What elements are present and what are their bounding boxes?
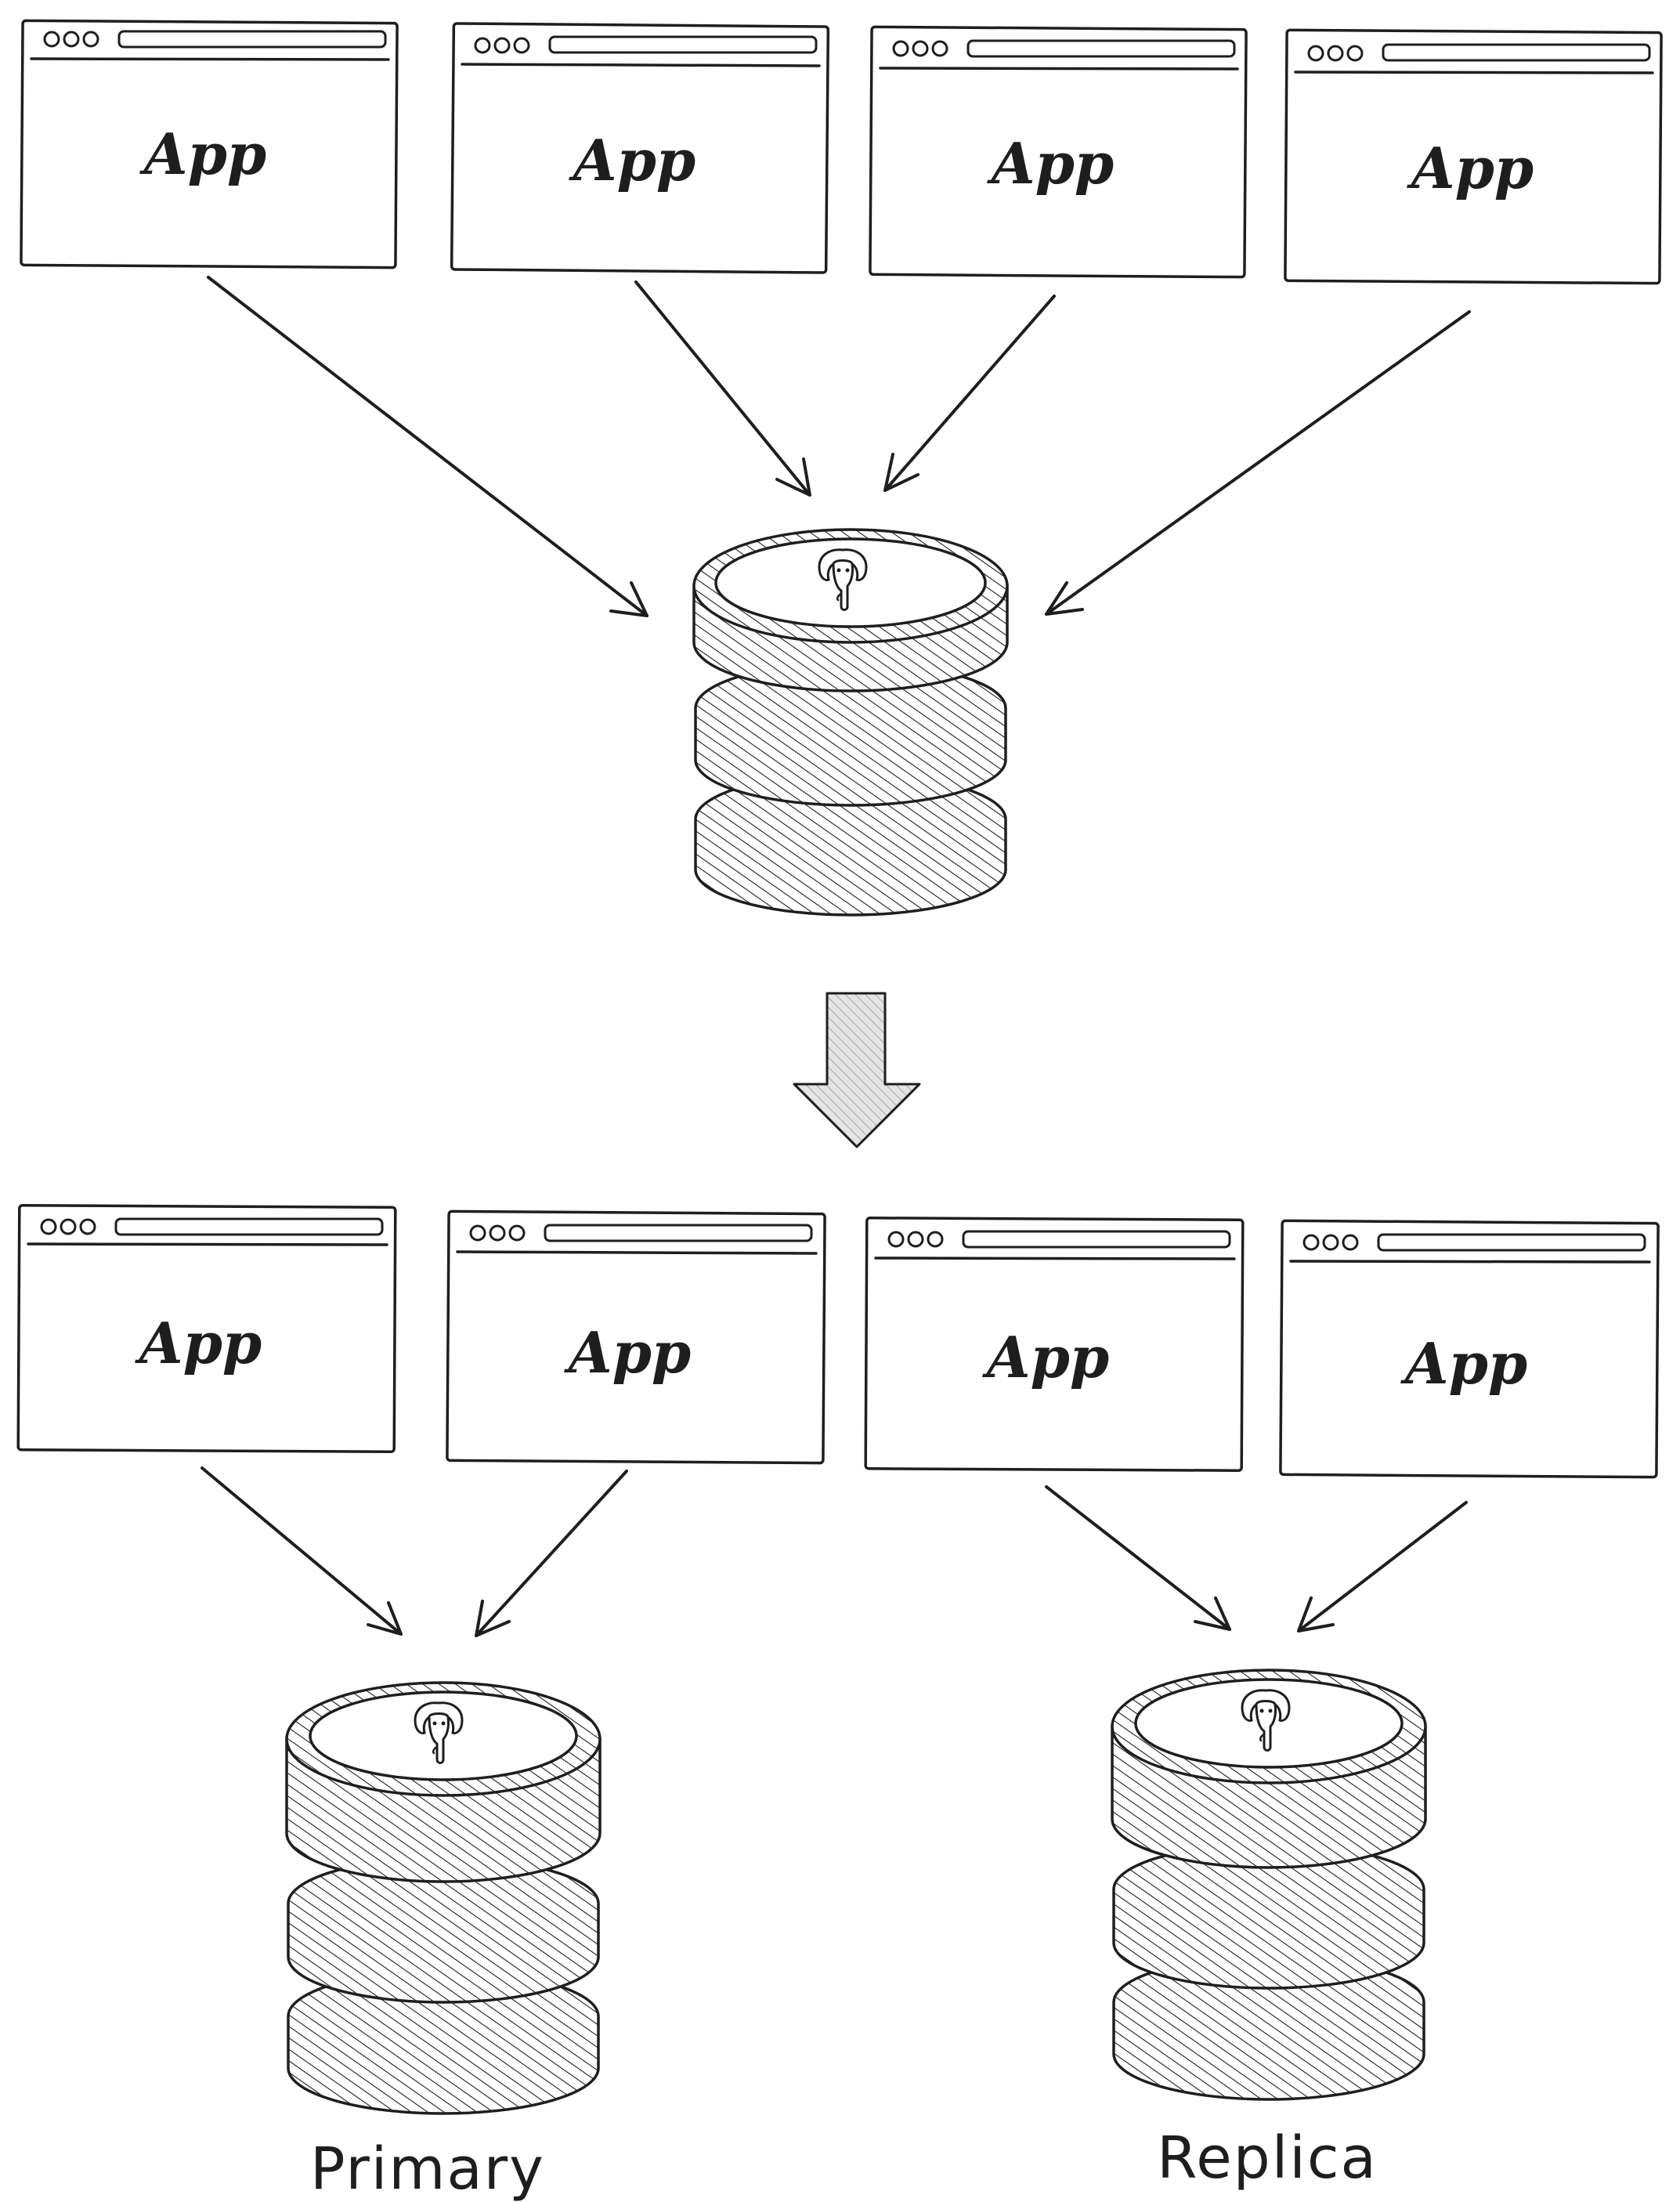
replica-database-cylinder: Replica	[1111, 1669, 1427, 2192]
top-app-window-3: App	[869, 25, 1248, 279]
app-label: App	[1400, 1330, 1528, 1397]
app-label: App	[564, 1319, 692, 1386]
app-label: App	[982, 1324, 1110, 1390]
bottom-app-window-3: App	[864, 1217, 1245, 1472]
app-label: App	[135, 1310, 262, 1376]
down-arrow-icon	[793, 992, 921, 1148]
app-label: App	[139, 121, 267, 187]
top-app-window-2: App	[450, 22, 830, 274]
connector-arrow	[207, 276, 649, 617]
connector-arrow	[475, 1470, 628, 1637]
connector-arrow	[1045, 1485, 1231, 1631]
primary-label: Primary	[310, 2135, 545, 2202]
top-app-window-4: App	[1284, 28, 1663, 285]
connector-arrow	[883, 295, 1056, 492]
top-app-window-1: App	[20, 19, 399, 269]
connector-arrow	[634, 280, 811, 497]
bottom-app-window-2: App	[446, 1209, 826, 1465]
connector-arrow	[1297, 1501, 1468, 1633]
bottom-app-window-4: App	[1279, 1219, 1660, 1479]
app-label: App	[569, 127, 696, 193]
connector-arrow	[201, 1466, 403, 1636]
connector-arrow	[1045, 310, 1471, 616]
bottom-connector-arrows	[201, 1466, 1468, 1637]
primary-database-cylinder: Primary	[285, 1681, 602, 2202]
bottom-app-window-1: App	[16, 1204, 397, 1453]
database-cylinder	[692, 528, 1009, 917]
app-label: App	[987, 130, 1115, 197]
top-connector-arrows	[207, 276, 1471, 617]
replica-label: Replica	[1157, 2124, 1378, 2192]
app-label: App	[1407, 135, 1534, 201]
